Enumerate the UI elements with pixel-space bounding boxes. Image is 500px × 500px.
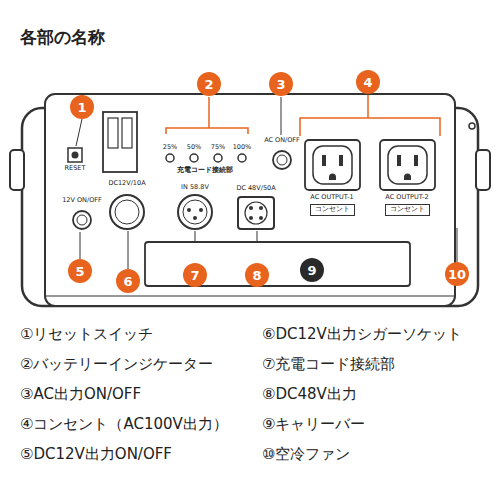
breaker bbox=[103, 112, 137, 172]
panel bbox=[45, 94, 455, 306]
outlet bbox=[380, 140, 435, 190]
pins bbox=[249, 206, 263, 220]
panel-label: AC ON/OFF bbox=[264, 137, 300, 144]
callout-number: 4 bbox=[356, 70, 380, 94]
panel-label: 50% bbox=[187, 144, 201, 151]
part-name: ⑧DC48V出力 bbox=[262, 386, 357, 403]
panel-label: 25% bbox=[163, 144, 177, 151]
callout-number: 6 bbox=[116, 269, 140, 293]
callout-number: 2 bbox=[197, 72, 221, 96]
label-box: コンセント bbox=[310, 204, 355, 215]
node-text: 7 bbox=[190, 268, 199, 283]
callout-number: 8 bbox=[245, 263, 269, 287]
dc48-port bbox=[238, 197, 274, 229]
node-text: コンセント bbox=[390, 205, 425, 213]
leader-line bbox=[76, 119, 82, 146]
part-name: ⑩空冷ファン bbox=[262, 446, 350, 463]
breaker-toggle bbox=[122, 118, 132, 148]
leader-line bbox=[80, 232, 81, 259]
leader-line bbox=[128, 231, 129, 269]
part-name: ⑦充電コード接続部 bbox=[262, 356, 395, 373]
panel-label: RESET bbox=[65, 165, 86, 172]
part-name: ⑨キャリーバー bbox=[262, 416, 365, 433]
outlet bbox=[305, 140, 360, 190]
charge-port-inner bbox=[183, 200, 207, 224]
dc-switch bbox=[73, 211, 91, 229]
node-text: 8 bbox=[252, 268, 261, 283]
callout-number: 10 bbox=[445, 262, 469, 286]
node-text: 1 bbox=[77, 100, 86, 115]
bracket bbox=[300, 95, 440, 136]
callout-number: 3 bbox=[269, 72, 293, 96]
latch bbox=[476, 150, 490, 190]
pins bbox=[187, 208, 203, 220]
part-name: ⑤DC12V出力ON/OFF bbox=[20, 446, 172, 463]
cigar-socket bbox=[110, 195, 144, 229]
battery-leds bbox=[166, 154, 246, 162]
panel-label: 75% bbox=[211, 144, 225, 151]
leader-line bbox=[457, 228, 458, 262]
panel-label: 充電コード接続部 bbox=[177, 167, 233, 174]
reset-button bbox=[72, 152, 79, 159]
callout-number: 7 bbox=[183, 263, 207, 287]
panel-label: 100% bbox=[233, 144, 252, 151]
node-text: 5 bbox=[75, 264, 84, 279]
callout-number: 1 bbox=[70, 95, 94, 119]
part-name: ①リセットスイッチ bbox=[20, 326, 153, 343]
ac-switch bbox=[273, 151, 291, 169]
callout-number: 5 bbox=[68, 259, 92, 283]
panel-label: AC OUTPUT-2 bbox=[385, 194, 428, 201]
part-name: ②バッテリーインジケーター bbox=[20, 356, 213, 373]
carry-bar bbox=[145, 242, 410, 286]
node-text: 3 bbox=[276, 77, 285, 92]
ac-switch-cap bbox=[277, 155, 287, 165]
node-text: 2 bbox=[204, 77, 213, 92]
node-text: 10 bbox=[448, 267, 466, 282]
node-text: 9 bbox=[307, 263, 316, 278]
part-name: ④コンセント（AC100V出力） bbox=[20, 416, 228, 433]
panel-label: IN 58.8V bbox=[181, 184, 209, 191]
charge-port bbox=[178, 195, 212, 229]
title: 各部の名称 bbox=[20, 28, 105, 47]
panel-edge bbox=[45, 295, 455, 296]
breaker-toggle bbox=[108, 118, 118, 148]
node-text: コンセント bbox=[315, 205, 350, 213]
bracket bbox=[166, 97, 248, 134]
latch bbox=[10, 150, 24, 190]
node-text: 4 bbox=[363, 75, 372, 90]
leader-line bbox=[281, 97, 282, 135]
dc-switch-cap bbox=[77, 215, 87, 225]
dc48-port-inner bbox=[245, 202, 267, 224]
panel-label: DC12V/10A bbox=[108, 180, 145, 187]
part-name: ③AC出力ON/OFF bbox=[20, 386, 141, 403]
part-name: ⑥DC12V出力シガーソケット bbox=[262, 326, 462, 343]
node-text: 6 bbox=[123, 274, 132, 289]
reset-switch bbox=[68, 148, 82, 162]
panel-label: AC OUTPUT-1 bbox=[310, 194, 353, 201]
callout-number: 9 bbox=[300, 258, 324, 282]
panel-label: DC 48V/50A bbox=[236, 185, 275, 192]
panel-label: 12V ON/OFF bbox=[62, 197, 102, 204]
hinge bbox=[469, 123, 475, 129]
cigar-socket-inner bbox=[115, 200, 139, 224]
label-box: コンセント bbox=[385, 204, 430, 215]
